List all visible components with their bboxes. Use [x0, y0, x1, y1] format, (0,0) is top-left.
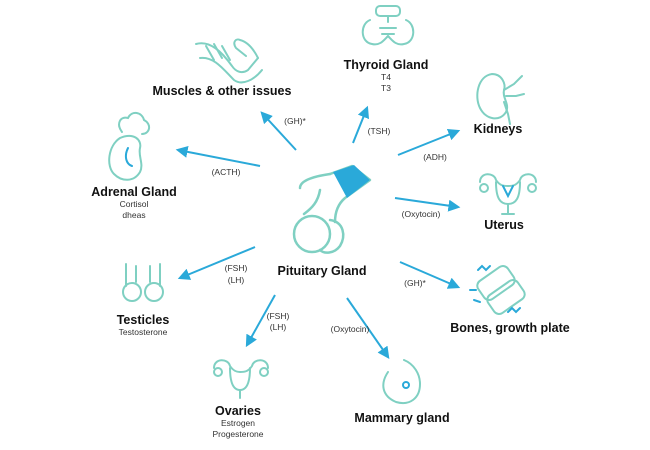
- thyroid-label: Thyroid Gland T4 T3: [344, 58, 429, 94]
- center-title-text: Pituitary Gland: [277, 264, 367, 278]
- adrenal-gland-icon: [108, 112, 150, 181]
- pituitary-icon: [292, 164, 372, 254]
- adrenal-title: Adrenal Gland: [91, 185, 177, 199]
- hormone-acth: (ACTH): [211, 167, 241, 177]
- arrow-ovaries: [245, 294, 276, 348]
- arrow-mammary: [346, 297, 390, 359]
- kidneys-label: Kidneys: [474, 122, 523, 136]
- kidney-icon: [476, 72, 525, 125]
- hormone-gh-bones: (GH)*: [404, 278, 426, 288]
- uterus-title: Uterus: [484, 218, 524, 232]
- mammary-title: Mammary gland: [354, 411, 450, 425]
- hormone-oxytocin-uterus: (Oxytocin): [401, 209, 441, 219]
- thyroid-title: Thyroid Gland: [343, 58, 429, 72]
- ovaries-icon: [213, 359, 269, 399]
- adrenal-hormone-dheas: dheas: [122, 210, 146, 220]
- bones-label: Bones, growth plate: [450, 321, 569, 335]
- hormone-tsh: (TSH): [367, 126, 391, 136]
- hormone-fsh-testicles: (FSH): [224, 263, 248, 273]
- arrow-kidneys: [397, 128, 461, 156]
- ovaries-title: Ovaries: [215, 404, 261, 418]
- hormone-lh-ovaries: (LH): [269, 322, 287, 332]
- arrow-muscles: [260, 111, 297, 151]
- muscles-title: Muscles & other issues: [152, 84, 292, 98]
- ovaries-label: Ovaries Estrogen Progesterone: [212, 404, 263, 440]
- adrenal-label: Adrenal Gland Cortisol dheas: [91, 185, 176, 221]
- arrow-bones: [399, 261, 461, 289]
- pituitary-accent: [333, 165, 370, 198]
- testicles-icon: [122, 263, 164, 302]
- muscles-label: Muscles & other issues: [153, 84, 292, 98]
- arrow-uterus: [394, 197, 461, 212]
- thyroid-hormone-t3: T3: [381, 83, 391, 93]
- ovaries-hormone-progesterone: Progesterone: [212, 429, 264, 439]
- adrenal-hormone-cortisol: Cortisol: [119, 199, 149, 209]
- hormone-adh: (ADH): [423, 152, 447, 162]
- thyroid-icon: [361, 5, 415, 46]
- flexed-arm-icon: [195, 38, 263, 84]
- thyroid-hormone-t4: T4: [381, 72, 391, 82]
- bones-title: Bones, growth plate: [450, 321, 570, 335]
- testicles-hormone-testosterone: Testosterone: [118, 327, 168, 337]
- ovaries-hormone-estrogen: Estrogen: [220, 418, 256, 428]
- arrow-testicles: [177, 246, 256, 280]
- bone-joint-icon: [469, 264, 526, 315]
- hormone-lh-testicles: (LH): [227, 275, 245, 285]
- breast-icon: [382, 359, 422, 404]
- hormone-fsh-ovaries: (FSH): [266, 311, 290, 321]
- uterus-icon: [479, 173, 537, 215]
- testicles-label: Testicles Testosterone: [117, 313, 170, 338]
- hormone-gh-muscles: (GH)*: [284, 116, 306, 126]
- center-title: Pituitary Gland: [278, 262, 367, 280]
- mammary-label: Mammary gland: [354, 411, 449, 425]
- arrow-thyroid: [352, 105, 370, 144]
- uterus-label: Uterus: [484, 218, 524, 232]
- hormone-oxytocin-mammary: (Oxytocin): [330, 324, 370, 334]
- kidneys-title: Kidneys: [473, 122, 523, 136]
- testicles-title: Testicles: [116, 313, 170, 327]
- arrow-adrenal: [175, 145, 261, 167]
